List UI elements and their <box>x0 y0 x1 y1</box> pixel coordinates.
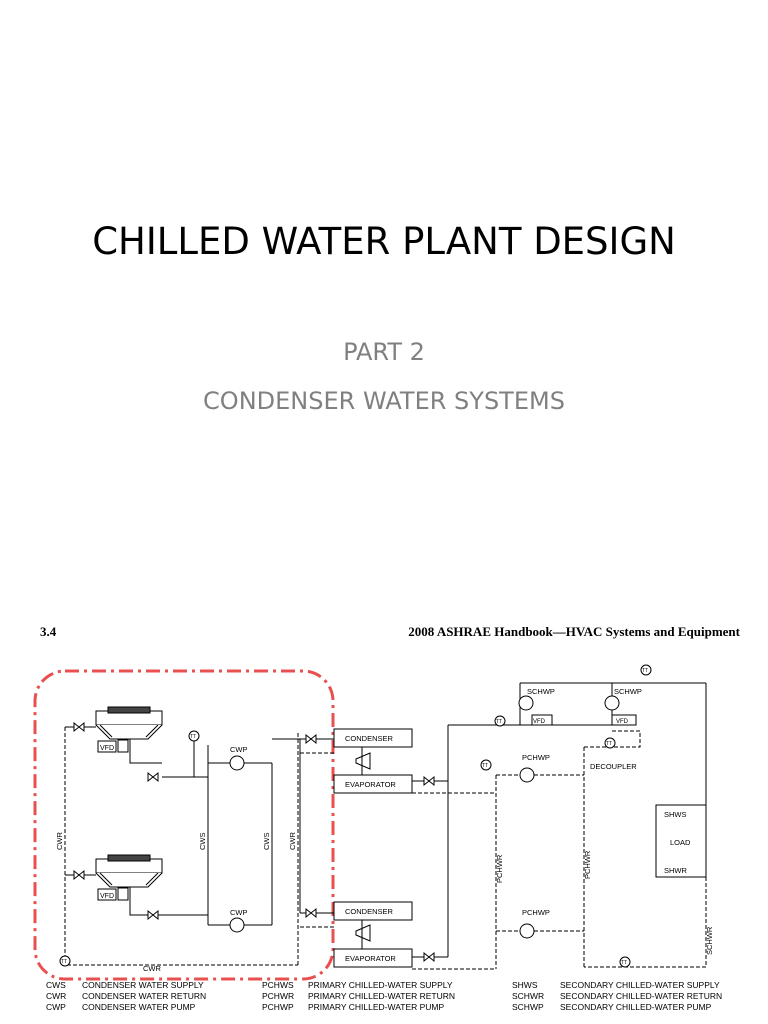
plant-schematic: VFD VFD <box>33 664 714 981</box>
legend-abbr: CWR <box>46 991 67 1001</box>
evaporator-label: EVAPORATOR <box>345 780 396 789</box>
evaporator-box <box>333 774 413 794</box>
legend-row: PCHWR PRIMARY CHILLED-WATER RETURN <box>262 991 455 1002</box>
schwr-vertical-label: SCHWR <box>705 926 714 955</box>
legend-text: CONDENSER WATER PUMP <box>82 1002 196 1012</box>
condenser-label: CONDENSER <box>345 734 394 743</box>
temp-sensor-icon <box>480 759 492 771</box>
pchwr-vertical-label: PCHWR <box>583 850 592 879</box>
cwr-vertical-label: CWR <box>288 832 297 850</box>
legend-text: PRIMARY CHILLED-WATER PUMP <box>308 1002 445 1012</box>
cwp-label: CWP <box>230 745 248 754</box>
legend-row: CWR CONDENSER WATER RETURN <box>46 991 206 1002</box>
tt-label: TT <box>190 734 196 740</box>
cws-vertical-label: CWS <box>262 833 271 851</box>
legend-abbr: SCHWR <box>512 991 545 1001</box>
tt-label: TT <box>61 959 67 965</box>
legend-text: SECONDARY CHILLED-WATER PUMP <box>560 1002 712 1012</box>
load-box <box>655 804 707 878</box>
valve-icon <box>423 775 435 787</box>
temp-sensor-icon <box>640 664 652 676</box>
compressor-icon <box>355 920 371 949</box>
legend-row: CWP CONDENSER WATER PUMP <box>46 1002 195 1013</box>
legend-abbr: SCHWP <box>512 1002 544 1012</box>
pchwr-vertical-label: PCHWR <box>495 854 504 883</box>
cwp-label: CWP <box>230 908 248 917</box>
condenser-label: CONDENSER <box>345 907 394 916</box>
cwr-vertical-label: CWR <box>55 832 64 850</box>
page-number: 3.4 <box>40 624 57 639</box>
pchwp-label: PCHWP <box>522 753 550 762</box>
tt-label: TT <box>606 741 612 747</box>
legend-row: CWS CONDENSER WATER SUPPLY <box>46 980 204 991</box>
cooling-tower-bottom: VFD <box>95 854 163 916</box>
pump-icon <box>519 923 535 939</box>
evaporator-box <box>333 948 413 968</box>
tt-label: TT <box>496 719 502 725</box>
vfd-label: VFD <box>100 893 114 900</box>
page-header: 2008 ASHRAE Handbook—HVAC Systems and Eq… <box>408 624 740 639</box>
legend-abbr: PCHWS <box>262 980 294 990</box>
temp-sensor-icon <box>188 730 200 742</box>
tt-label: TT <box>642 668 648 674</box>
temp-sensor-icon <box>619 956 631 968</box>
legend-abbr: CWS <box>46 980 66 990</box>
pump-icon <box>604 695 620 711</box>
pump-icon <box>519 767 535 783</box>
valve-icon <box>305 907 317 919</box>
slide-subtitle-part: PART 2 <box>343 338 425 366</box>
legend-row: PCHWP PRIMARY CHILLED-WATER PUMP <box>262 1002 444 1013</box>
cwr-label: CWR <box>143 964 161 973</box>
cooling-tower-top: VFD <box>95 706 163 764</box>
valve-icon <box>423 951 435 963</box>
condenser-box <box>333 901 413 921</box>
decoupler-label: DECOUPLER <box>590 762 637 771</box>
valve-icon <box>73 721 85 733</box>
legend-text: CONDENSER WATER SUPPLY <box>82 980 204 990</box>
legend-abbr: PCHWP <box>262 1002 294 1012</box>
condenser-box <box>333 728 413 748</box>
valve-icon <box>147 771 159 783</box>
schwp-label: SCHWP <box>614 687 642 696</box>
handbook-figure: 3.4 2008 ASHRAE Handbook—HVAC Systems an… <box>0 615 768 1024</box>
slide-title: CHILLED WATER PLANT DESIGN <box>92 220 676 263</box>
tt-label: TT <box>482 763 488 769</box>
legend-text: SECONDARY CHILLED-WATER SUPPLY <box>560 980 720 990</box>
legend-text: CONDENSER WATER RETURN <box>82 991 207 1001</box>
legend-text: PRIMARY CHILLED-WATER RETURN <box>308 991 456 1001</box>
schwp-label: SCHWP <box>527 687 555 696</box>
evaporator-label: EVAPORATOR <box>345 954 396 963</box>
vfd-label: VFD <box>616 719 629 725</box>
pchwp-label: PCHWP <box>522 908 550 917</box>
legend-row: SCHWP SECONDARY CHILLED-WATER PUMP <box>512 1002 711 1013</box>
vfd-label: VFD <box>100 745 114 752</box>
legend-abbr: PCHWR <box>262 991 295 1001</box>
load-label: LOAD <box>670 838 691 847</box>
legend-row: SCHWR SECONDARY CHILLED-WATER RETURN <box>512 991 722 1002</box>
pump-icon <box>229 755 245 771</box>
temp-sensor-icon <box>494 715 506 727</box>
pump-icon <box>229 917 245 933</box>
pump-icon <box>518 695 534 711</box>
tt-label: TT <box>621 960 627 966</box>
vfd-label: VFD <box>533 719 546 725</box>
legend-row: PCHWS PRIMARY CHILLED-WATER SUPPLY <box>262 980 453 991</box>
legend-abbr: SHWS <box>512 980 538 990</box>
legend-text: SECONDARY CHILLED-WATER RETURN <box>560 991 723 1001</box>
legend-text: PRIMARY CHILLED-WATER SUPPLY <box>308 980 453 990</box>
cws-vertical-label: CWS <box>198 833 207 851</box>
legend-row: SHWS SECONDARY CHILLED-WATER SUPPLY <box>512 980 720 991</box>
highlight-outline <box>33 669 335 981</box>
compressor-icon <box>355 747 371 775</box>
valve-icon <box>73 869 85 881</box>
shws-label: SHWS <box>664 810 687 819</box>
shwr-label: SHWR <box>664 866 687 875</box>
legend-abbr: CWP <box>46 1002 66 1012</box>
temp-sensor-icon <box>604 737 616 749</box>
slide-subtitle-topic: CONDENSER WATER SYSTEMS <box>203 387 565 415</box>
valve-icon <box>305 733 317 745</box>
valve-icon <box>147 909 159 921</box>
temp-sensor-icon <box>59 955 71 967</box>
